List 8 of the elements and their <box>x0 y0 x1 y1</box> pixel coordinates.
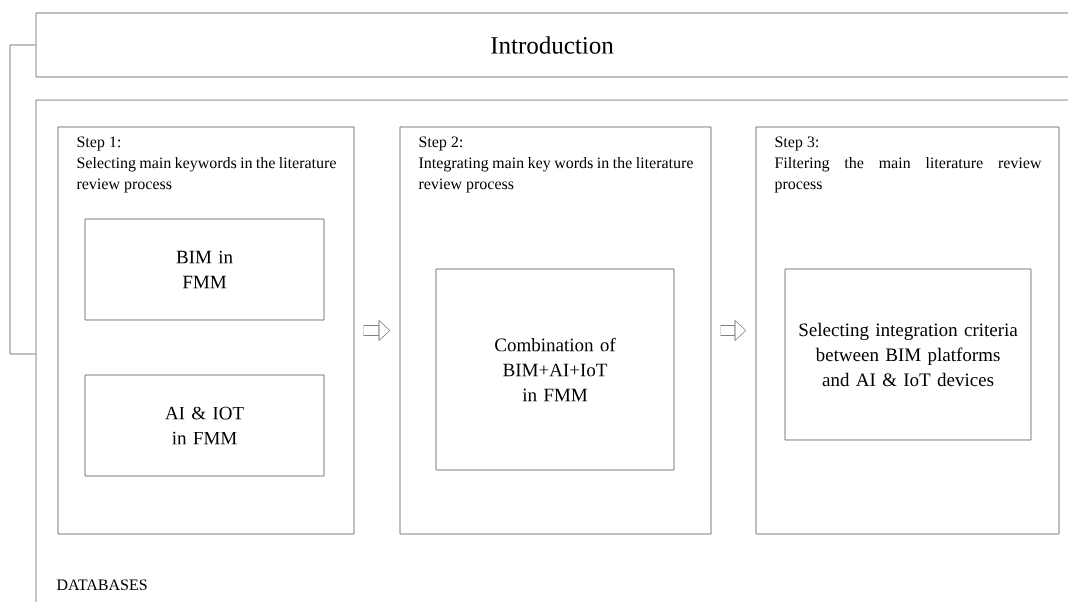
process-box: BIM in FMM <box>84 218 325 321</box>
process-box: Combination of BIM+AI+IoT in FMM <box>435 268 675 471</box>
hollow-arrow <box>363 320 391 341</box>
hollow-arrow <box>720 320 747 341</box>
process-box: Selecting integration criteria between BIM platforms and AI & IoT devices <box>784 268 1032 441</box>
bracket-line <box>9 44 36 355</box>
heading-box: Introduction <box>35 12 1068 78</box>
process-box: AI & IOT in FMM <box>84 374 325 477</box>
